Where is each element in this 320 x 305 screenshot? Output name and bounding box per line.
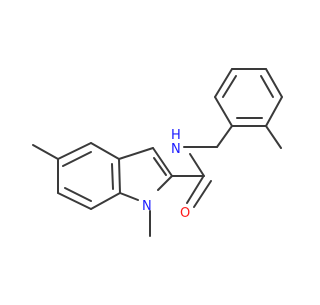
bond-c4-c3a: [90, 142, 120, 160]
bond-ring-c3-c4-inner: [260, 75, 274, 98]
atom-n-amide: N: [171, 142, 181, 157]
bond-carbonyl-n: [189, 153, 205, 177]
bond-tolyl-methyl: [265, 125, 282, 149]
bond-ring-c3-c4: [265, 68, 283, 98]
bond-c3a-c7a: [118, 158, 121, 194]
bond-c5-c4: [57, 142, 92, 160]
atom-n-indole: N: [142, 199, 152, 214]
bond-n1-c7a: [119, 192, 139, 201]
bond-c3a-c7a-inner: [111, 163, 114, 190]
bond-ring-c5-c6: [214, 68, 233, 98]
molecule-structure: N H O N: [32, 68, 283, 237]
atom-h-amide: H: [171, 128, 181, 143]
bond-c3a-c3: [118, 147, 154, 160]
bonds: [32, 68, 283, 237]
bond-ring-c6-c1: [214, 96, 233, 127]
atom-labels: N H O N: [142, 128, 190, 221]
bond-c5-c4-inner: [62, 151, 92, 167]
bond-methyl-c5: [32, 144, 59, 160]
bond-carbonyl-o-2: [193, 180, 212, 208]
bond-c2-n1: [157, 175, 173, 191]
bond-c3-c2: [152, 147, 173, 177]
bond-ring-c5-c6-inner: [222, 75, 237, 98]
bond-c7-c6: [57, 192, 92, 210]
bond-ring-c2-c3: [265, 96, 283, 127]
bond-c7-c6-inner: [64, 187, 92, 202]
bond-c3-c2-inner: [153, 157, 167, 176]
structure-canvas: N H O N: [32, 68, 283, 237]
bond-carbonyl-o-1: [186, 176, 204, 204]
bond-ch2-ring: [216, 125, 233, 148]
bond-c7a-c7: [90, 192, 121, 210]
atom-o-carbonyl: O: [180, 206, 190, 221]
